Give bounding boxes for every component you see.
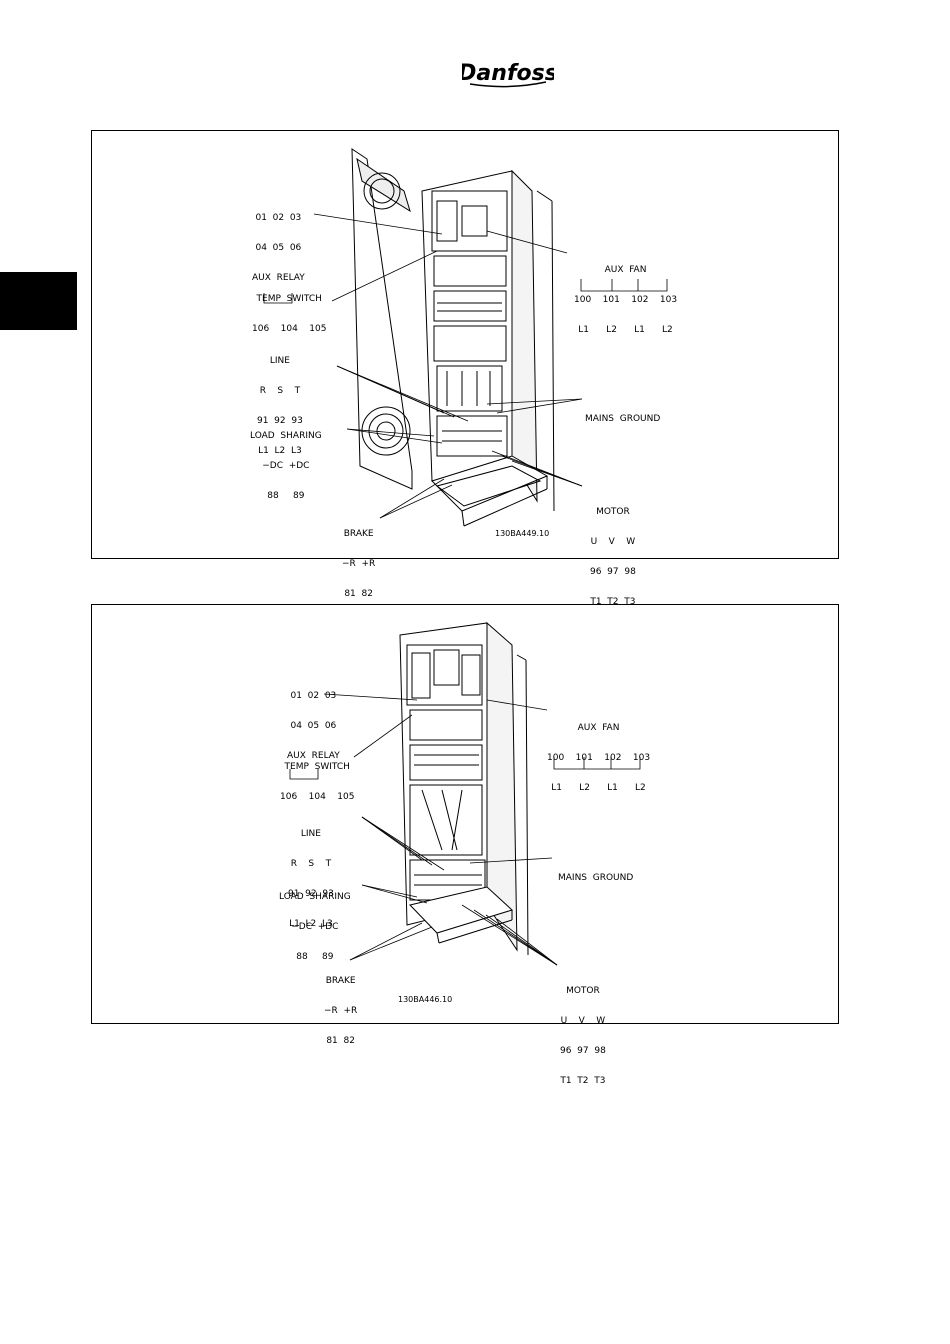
mains-ground-title: MAINS GROUND	[558, 873, 634, 883]
aux-relay-row1: 01 02 03	[255, 213, 302, 223]
danfoss-logo: Danfoss	[462, 61, 554, 88]
motor-row3: T1 T2 T3	[590, 597, 636, 607]
line-title: LINE	[269, 356, 290, 366]
figure-b-drawing	[289, 621, 641, 966]
motor-row1: U V W	[590, 537, 636, 547]
figure-ref: 130BA449.10	[495, 529, 550, 538]
figure-b-panel: 01 02 03 04 05 06 AUX RELAY TEMP SWITCH …	[91, 604, 839, 1086]
aux-fan-title: AUX FAN	[604, 265, 647, 275]
brake-label: BRAKE −R +R 81 82	[342, 509, 375, 619]
aux-relay-label: 01 02 03 04 05 06 AUX RELAY	[287, 671, 340, 781]
temp-switch-title: TEMP SWITCH	[284, 762, 350, 772]
aux-relay-title: AUX RELAY	[252, 273, 305, 283]
line-row3: L1 L2 L3	[258, 446, 302, 456]
line-row2: 91 92 93	[288, 889, 334, 899]
aux-fan-row1: 100 101 102 103	[574, 295, 678, 305]
aux-relay-row2: 04 05 06	[290, 721, 337, 731]
temp-switch-terminals: 106 104 105	[252, 324, 327, 334]
chapter-tab	[0, 272, 77, 330]
line-row2: 91 92 93	[257, 416, 303, 426]
load-sharing-title: LOAD SHARING	[250, 431, 322, 441]
load-sharing-label: LOAD SHARING −DC +DC 88 89	[279, 872, 351, 982]
motor-label: MOTOR U V W 96 97 98 T1 T2 T3	[590, 487, 636, 627]
aux-fan-label: AUX FAN 100 101 102 103 L1 L2 L1 L2	[547, 703, 650, 813]
motor-title: MOTOR	[566, 986, 600, 996]
motor-row3: T1 T2 T3	[560, 1076, 606, 1086]
brake-title: BRAKE	[325, 976, 356, 986]
line-row1: R S T	[290, 859, 332, 869]
figure-ref: 130BA446.10	[398, 995, 453, 1004]
brake-row1: −R +R	[342, 559, 376, 569]
aux-relay-row1: 01 02 03	[290, 691, 337, 701]
aux-fan-row2: L1 L2 L1 L2	[578, 325, 673, 335]
motor-row2: 96 97 98	[590, 567, 636, 577]
brake-title: BRAKE	[343, 529, 374, 539]
load-sharing-row2: 88 89	[296, 952, 334, 962]
line-row1: R S T	[259, 386, 301, 396]
aux-fan-label: AUX FAN 100 101 102 103 L1 L2 L1 L2	[574, 245, 677, 355]
load-sharing-row1: −DC +DC	[262, 461, 310, 471]
line-label: LINE R S T 91 92 93 L1 L2 L3	[257, 336, 303, 476]
aux-relay-title: AUX RELAY	[287, 751, 340, 761]
mains-ground-title: MAINS GROUND	[585, 414, 661, 424]
figure-a-panel: 01 02 03 04 05 06 AUX RELAY TEMP SWITCH …	[91, 130, 839, 607]
aux-relay-label: 01 02 03 04 05 06 AUX RELAY	[252, 193, 305, 303]
motor-title: MOTOR	[596, 507, 630, 517]
aux-relay-row2: 04 05 06	[255, 243, 302, 253]
temp-switch-label: TEMP SWITCH 106 104 105	[280, 742, 354, 822]
mains-ground-label: MAINS GROUND	[558, 853, 633, 903]
brake-row2: 81 82	[344, 589, 373, 599]
brake-row1: −R +R	[324, 1006, 358, 1016]
mains-ground-label: MAINS GROUND	[585, 394, 660, 444]
temp-switch-label: TEMP SWITCH 106 104 105	[252, 274, 326, 354]
aux-fan-title: AUX FAN	[577, 723, 620, 733]
temp-switch-terminals: 106 104 105	[280, 792, 355, 802]
svg-text:Danfoss: Danfoss	[462, 61, 554, 86]
load-sharing-row1: −DC +DC	[291, 922, 339, 932]
aux-fan-row2: L1 L2 L1 L2	[551, 783, 646, 793]
load-sharing-label: LOAD SHARING −DC +DC 88 89	[250, 411, 322, 521]
brake-label: BRAKE −R +R 81 82	[324, 956, 357, 1066]
temp-switch-title: TEMP SWITCH	[256, 294, 322, 304]
line-row3: L1 L2 L3	[289, 919, 333, 929]
motor-row1: U V W	[560, 1016, 606, 1026]
line-title: LINE	[300, 829, 321, 839]
brake-row2: 81 82	[326, 1036, 355, 1046]
load-sharing-row2: 88 89	[267, 491, 305, 501]
line-label: LINE R S T 91 92 93 L1 L2 L3	[288, 809, 334, 949]
figure-a-drawing	[263, 148, 668, 527]
motor-row2: 96 97 98	[560, 1046, 606, 1056]
aux-fan-row1: 100 101 102 103	[547, 753, 651, 763]
load-sharing-title: LOAD SHARING	[279, 892, 351, 902]
motor-label: MOTOR U V W 96 97 98 T1 T2 T3	[560, 966, 606, 1106]
